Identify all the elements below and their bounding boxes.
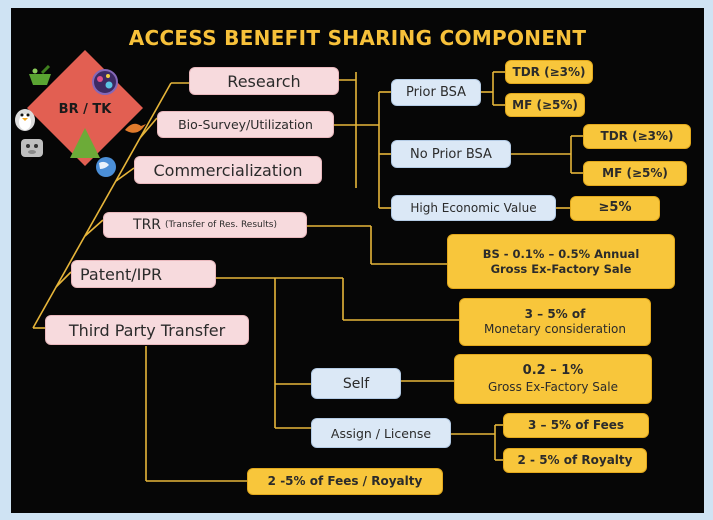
animal-icon xyxy=(21,139,43,157)
third-party-fees-royalty-box: 2 -5% of Fees / Royalty xyxy=(247,468,443,495)
patent-ipr-box: Patent/IPR xyxy=(71,260,216,288)
bird-icon xyxy=(125,123,146,133)
bs-annual-sale-box: BS - 0.1% – 0.5% Annual Gross Ex-Factory… xyxy=(447,234,675,289)
trr-box: TRR (Transfer of Res. Results) xyxy=(103,212,307,238)
self-box: Self xyxy=(311,368,401,399)
fees-value-box: 3 – 5% of Fees xyxy=(503,413,649,438)
mortar-pestle-icon xyxy=(29,65,51,85)
globe-icon xyxy=(96,157,116,177)
research-box: Research xyxy=(189,67,339,95)
third-party-transfer-box: Third Party Transfer xyxy=(45,315,249,345)
penguin-icon xyxy=(15,109,35,131)
trr-label: TRR xyxy=(133,217,162,233)
commercialization-box: Commercialization xyxy=(134,156,322,184)
bio-survey-box: Bio-Survey/Utilization xyxy=(157,111,334,138)
bs-annual-line: BS - 0.1% – 0.5% Annual xyxy=(482,247,640,262)
monetary-consideration-box: 3 – 5% of Monetary consideration xyxy=(459,298,651,346)
monetary-percent-line: 3 – 5% of xyxy=(524,307,586,321)
no-prior-mf-value: MF (≥5%) xyxy=(583,161,687,186)
self-desc-line: Gross Ex-Factory Sale xyxy=(488,379,618,394)
assign-license-box: Assign / License xyxy=(311,418,451,448)
diagram-canvas: ACCESS BENEFIT SHARING COMPONENT xyxy=(11,8,704,513)
royalty-value-box: 2 - 5% of Royalty xyxy=(503,448,647,473)
branch-commercialization xyxy=(115,167,135,182)
high-economic-value-box: High Economic Value xyxy=(391,195,556,221)
high-value-percent: ≥5% xyxy=(570,196,660,221)
bs-gross-line: Gross Ex-Factory Sale xyxy=(490,261,632,276)
no-prior-tdr-value: TDR (≥3%) xyxy=(583,124,691,149)
spine-line xyxy=(32,82,172,329)
self-percent-line: 0.2 – 1% xyxy=(522,363,584,379)
diagram-title: ACCESS BENEFIT SHARING COMPONENT xyxy=(128,26,587,50)
trr-sub-label: (Transfer of Res. Results) xyxy=(165,220,277,230)
connector-lines xyxy=(32,71,583,482)
prior-tdr-value: TDR (≥3%) xyxy=(505,60,593,84)
microbe-icon xyxy=(92,69,118,95)
br-tk-label: BR / TK xyxy=(58,101,112,117)
branch-trr xyxy=(84,219,104,237)
monetary-desc-line: Monetary consideration xyxy=(484,322,626,336)
prior-mf-value: MF (≥5%) xyxy=(505,93,585,117)
self-gross-sale-box: 0.2 – 1% Gross Ex-Factory Sale xyxy=(454,354,652,404)
prior-bsa-box: Prior BSA xyxy=(391,79,481,106)
branch-patent xyxy=(55,271,72,288)
branch-biosurvey xyxy=(139,117,158,139)
no-prior-bsa-box: No Prior BSA xyxy=(391,140,511,168)
